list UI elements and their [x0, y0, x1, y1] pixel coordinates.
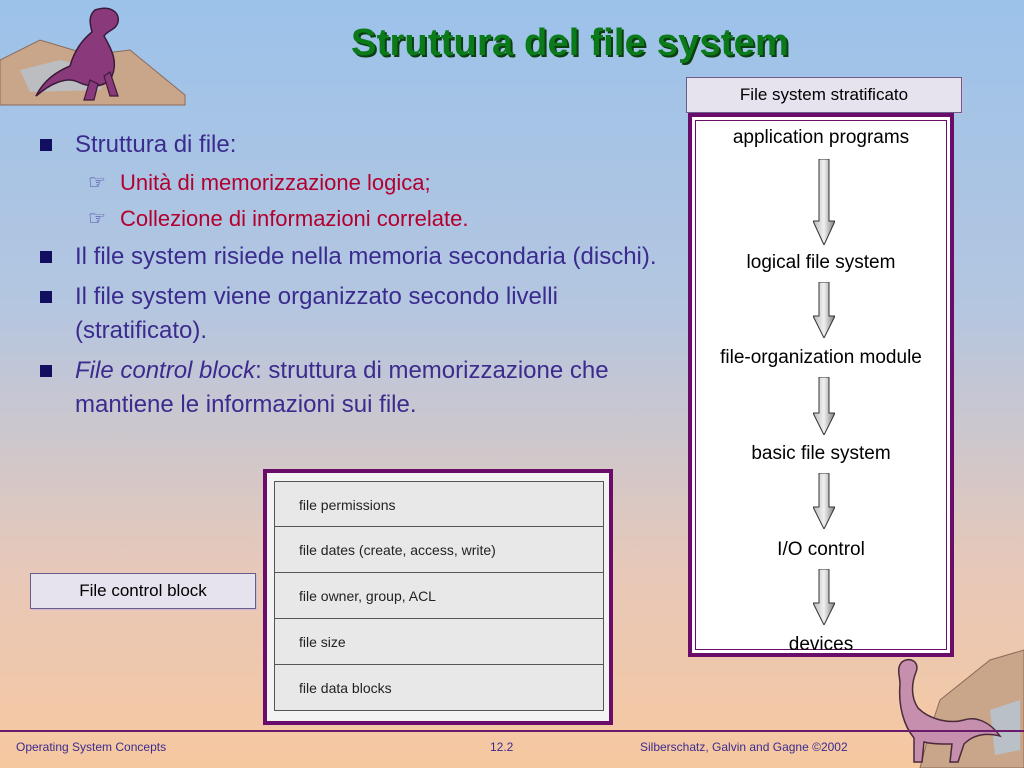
- rock-highlight: [990, 700, 1020, 755]
- fcb-row: file size: [274, 619, 604, 665]
- bullet-text: Il file system viene organizzato secondo…: [75, 283, 558, 344]
- caption-layered-file-system: File system stratificato: [686, 77, 962, 113]
- bullet-item: File control block: struttura di memoriz…: [38, 354, 678, 422]
- sub-bullet-text: Collezione di informazioni correlate.: [120, 206, 469, 231]
- dinosaur-decoration-top-left: [0, 7, 186, 106]
- square-bullet-icon: [40, 365, 52, 377]
- bullet-text: Struttura di file:: [75, 131, 237, 158]
- bullet-text: : struttura di memorizzazione che mantie…: [75, 357, 609, 418]
- square-bullet-icon: [40, 291, 52, 303]
- bullet-item: Struttura di file:: [38, 128, 678, 162]
- layer-label: I/O control: [777, 539, 865, 560]
- down-arrow-icon: [813, 473, 835, 529]
- fcb-rows: file permissions file dates (create, acc…: [274, 481, 604, 711]
- bullet-text: Il file system risiede nella memoria sec…: [75, 243, 657, 270]
- down-arrow-icon: [813, 377, 835, 435]
- bullet-item: Il file system risiede nella memoria sec…: [38, 240, 678, 274]
- down-arrow-icon: [813, 569, 835, 625]
- fcb-row: file dates (create, access, write): [274, 527, 604, 573]
- layer-label: logical file system: [746, 252, 896, 273]
- pointing-hand-icon: ☞: [88, 172, 106, 194]
- sub-bullet-item: ☞ Unità di memorizzazione logica;: [38, 168, 678, 198]
- square-bullet-icon: [40, 251, 52, 263]
- footer-course-title: Operating System Concepts: [16, 740, 167, 754]
- sub-bullet-item: ☞ Collezione di informazioni correlate.: [38, 204, 678, 234]
- bullet-item: Il file system viene organizzato secondo…: [38, 280, 678, 348]
- fcb-row: file owner, group, ACL: [274, 573, 604, 619]
- bullet-list: Struttura di file: ☞ Unità di memorizzaz…: [38, 128, 678, 428]
- sub-bullet-text: Unità di memorizzazione logica;: [120, 170, 431, 195]
- layer-label: basic file system: [751, 443, 891, 464]
- slide-title: Struttura del file system: [351, 22, 789, 64]
- pointing-hand-icon: ☞: [88, 208, 106, 230]
- file-control-block-table: file permissions file dates (create, acc…: [263, 469, 613, 725]
- dino-leg: [83, 79, 99, 101]
- dino-body: [35, 7, 119, 97]
- diagram-inner-frame: application programs logical file system…: [695, 120, 947, 655]
- dino-leg-2: [103, 71, 119, 97]
- fcb-row: file data blocks: [274, 665, 604, 711]
- dinosaur-decoration-bottom-right: [897, 649, 1024, 768]
- footer-page-number: 12.2: [490, 740, 514, 754]
- bullet-emphasis: File control block: [75, 357, 256, 384]
- footer-divider: [0, 730, 1024, 732]
- square-bullet-icon: [40, 139, 52, 151]
- fcb-row: file permissions: [274, 481, 604, 527]
- layered-file-system-diagram: application programs logical file system…: [688, 113, 954, 657]
- down-arrow-icon: [813, 159, 835, 245]
- layer-label: devices: [788, 634, 854, 655]
- caption-file-control-block: File control block: [30, 573, 256, 609]
- dino-body: [897, 658, 1002, 763]
- layer-label: application programs: [732, 127, 910, 148]
- layer-label: file-organization module: [720, 347, 922, 368]
- footer-copyright: Silberschatz, Galvin and Gagne ©2002: [640, 740, 848, 754]
- down-arrow-icon: [813, 282, 835, 338]
